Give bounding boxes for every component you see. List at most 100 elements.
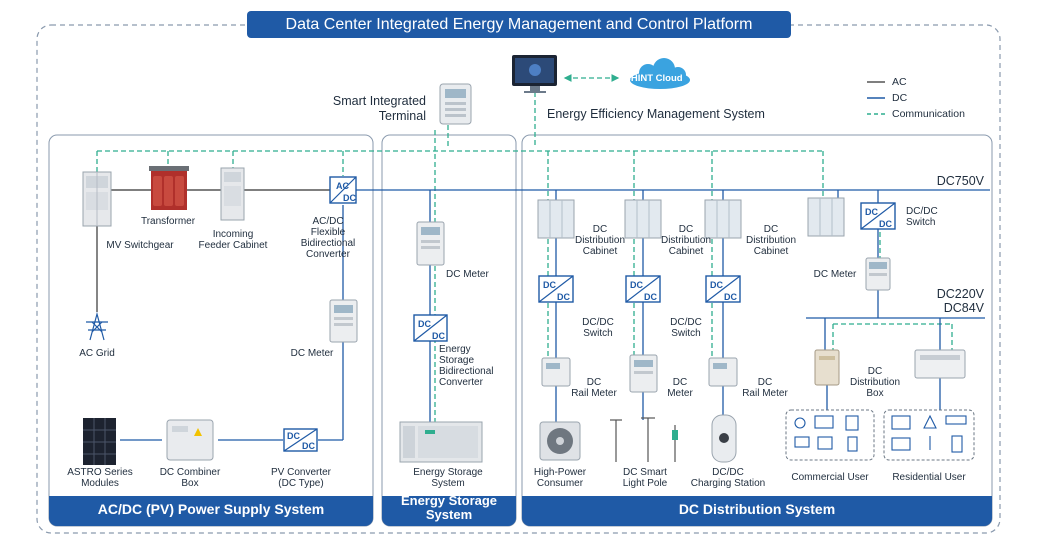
acdc-label-line3: Bidirectional [300,238,356,249]
dc-meter-2-line2: Meter [667,388,693,399]
rail-meter-2-line1: DC [757,377,773,388]
terminal-label: Smart Integrated Terminal [300,94,426,124]
modules-label-line1: ASTRO Series [67,467,133,478]
dcdc-switch-1-icon: DC DC [538,275,574,303]
commercial-label: Commercial User [791,472,869,483]
pv-converter-label-line1: PV Converter [270,467,332,478]
acdc-converter-label: AC/DC Flexible Bidirectional Converter [282,216,374,260]
combiner-label-line2: Box [181,478,199,489]
dist-footer: DC Distribution System [678,501,836,517]
charging-label: DC/DC Charging Station [686,467,770,489]
acdc-converter-icon: AC DC [329,176,357,204]
rail-meter-2-label: DC Rail Meter [737,377,793,399]
pv-converter-label: PV Converter (DC Type) [256,467,346,489]
dcdc-switch-2-icon: DC DC [625,275,661,303]
transformer-label: Transformer [140,216,196,227]
switch3-text-left: DC [710,280,723,290]
acdc-label-line1: AC/DC [312,216,344,227]
residential-label: Residential User [892,472,966,483]
terminal-label-line1: Smart Integrated [332,94,426,108]
cabinet-1-line3: Cabinet [582,246,618,257]
combiner-label-line1: DC Combiner [159,467,221,478]
switch-2-line2: Switch [671,328,701,339]
pv-panel-footer [49,496,373,526]
incoming-label: Incoming Feeder Cabinet [192,229,274,251]
dist-box-line3: Box [866,388,884,399]
bus-dc84: DC84V [943,301,984,315]
dist-box-icon [814,349,840,386]
dist-cabinet-3-icon [704,199,742,239]
storage-panel-footer [382,496,516,526]
dist-dc-meter-label: DC Meter [813,269,857,280]
dist-box-label: DC Distribution Box [844,366,906,399]
monitor-icon [512,55,557,93]
modules-label: ASTRO Series Modules [60,467,140,489]
bus-dc220: DC220V [936,287,984,301]
rail-meter-1-line2: Rail Meter [571,388,617,399]
acdc-text-dc: DC [343,193,356,203]
rail-meter-1-line1: DC [586,377,602,388]
switch1-text-right: DC [557,292,570,302]
pv-footer: AC/DC (PV) Power Supply System [97,501,325,517]
residential-panel-icon [914,349,966,379]
transformer-icon [149,166,189,210]
ac-grid-label: AC Grid [79,348,115,359]
light-pole-line2: Light Pole [622,478,668,489]
storage-dc-meter-label: DC Meter [446,269,489,280]
cabinet-2-line3: Cabinet [668,246,704,257]
cabinet-2-line2: Distribution [660,235,712,246]
residential-devices-icon [891,414,967,453]
acdc-text-ac: AC [336,181,349,191]
residential-user-frame [883,409,975,461]
switch2-text-right: DC [644,292,657,302]
bus-dc750: DC750V [936,174,984,188]
dist-box-line1: DC [867,366,883,377]
storage-converter-icon: DC DC [413,314,448,342]
charging-line1: DC/DC [712,467,744,478]
storage-system-line1: Energy Storage [413,467,483,478]
cabinet-3-line3: Cabinet [753,246,789,257]
cabinet-2-line1: DC [678,224,694,235]
switch-4-label: DC/DC Switch [906,206,938,228]
switch4-text-left: DC [865,207,878,217]
dist-cabinet-4-icon [807,197,845,237]
rail-meter-1-icon [541,357,571,387]
pv-conv-text-right: DC [302,441,315,451]
dist-cabinet-2-icon [624,199,662,239]
pv-dc-meter-label: DC Meter [290,348,334,359]
energy-storage-cabinet-icon [399,421,483,463]
smart-terminal-icon [439,83,472,125]
high-power-label: High-Power Consumer [526,467,594,489]
legend-ac: AC [892,76,907,88]
cabinet-3-label: DC Distribution Cabinet [741,224,801,257]
incoming-label-line2: Feeder Cabinet [198,240,268,251]
outer-frame [36,24,1001,534]
dist-panel-footer [522,496,992,526]
pv-conv-text-left: DC [287,431,300,441]
pv-converter-icon: DC DC [283,428,318,452]
light-pole-label: DC Smart Light Pole [612,467,678,489]
storage-conv-label-line4: Converter [439,377,483,388]
acdc-label-line2: Flexible [310,227,346,238]
page-title: Data Center Integrated Energy Management… [247,11,791,38]
cabinet-1-label: DC Distribution Cabinet [570,224,630,257]
cabinet-3-line2: Distribution [745,235,797,246]
ac-grid-icon [86,311,108,341]
combiner-box-icon [166,419,214,461]
switch2-text-left: DC [630,280,643,290]
storage-footer: Energy Storage System [382,494,516,522]
rail-meter-2-line2: Rail Meter [742,388,788,399]
storage-conv-text-right: DC [432,331,445,341]
pv-converter-label-line2: (DC Type) [278,478,324,489]
cabinet-1-line2: Distribution [574,235,626,246]
storage-converter-label: Energy Storage Bidirectional Converter [439,344,493,388]
storage-conv-label-line3: Bidirectional [439,366,494,377]
switch-4-line1: DC/DC [906,206,938,217]
dcdc-switch-4-icon: DC DC [860,202,896,230]
cloud-icon [630,58,690,89]
switch1-text-left: DC [543,280,556,290]
dc-meter-pole-icon [629,354,658,393]
rail-meter-2-icon [708,357,738,387]
air-conditioner-icon [539,421,581,461]
